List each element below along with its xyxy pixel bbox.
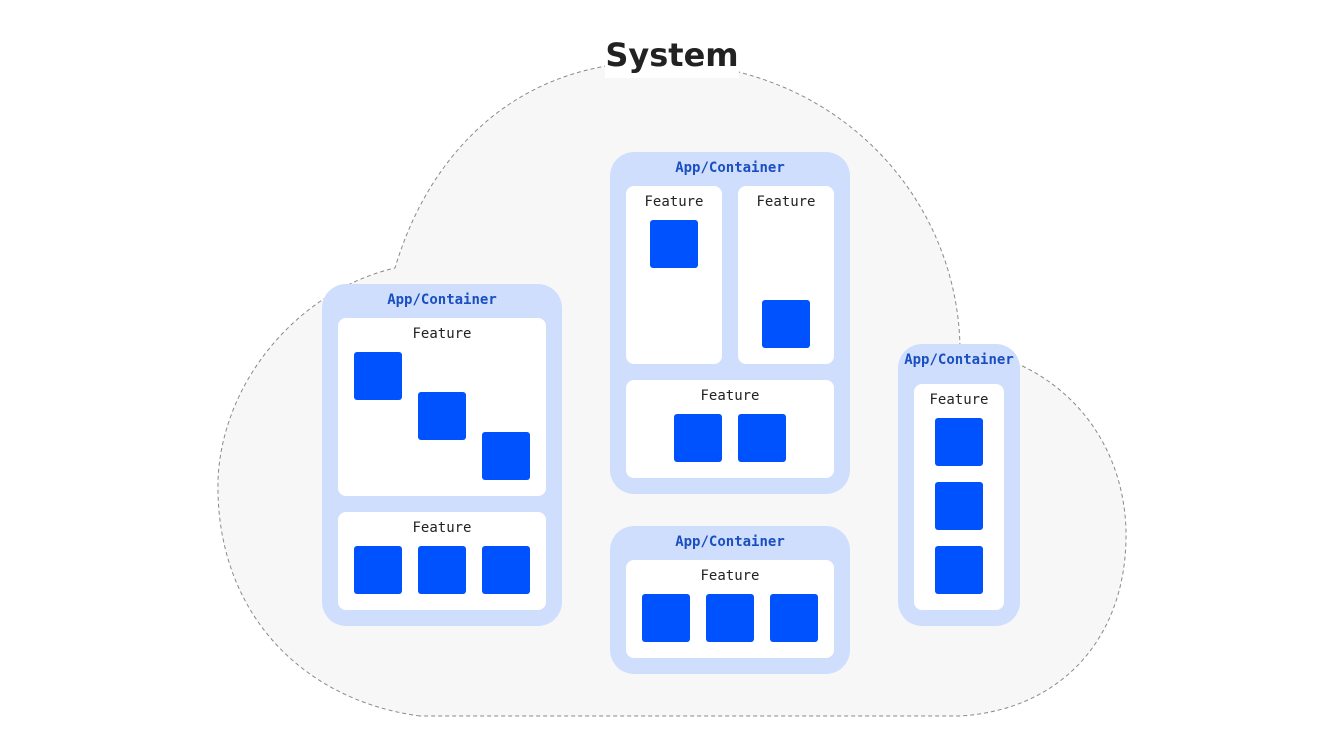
feature-block (418, 546, 466, 594)
feature-block (762, 300, 810, 348)
feature-label: Feature (644, 194, 704, 210)
system-title: System (605, 34, 739, 78)
feature-block (482, 546, 530, 594)
feature-label: Feature (929, 392, 989, 408)
app-container-label: App/Container (675, 160, 785, 176)
feature-block (650, 220, 698, 268)
app-container-bottom-middle: App/Container Feature (610, 526, 850, 674)
feature-block (935, 482, 983, 530)
feature-block (482, 432, 530, 480)
feature-block (674, 414, 722, 462)
feature-block (354, 546, 402, 594)
feature-label: Feature (700, 388, 760, 404)
feature-label: Feature (700, 568, 760, 584)
feature-label: Feature (412, 326, 472, 342)
feature-box: Feature (626, 186, 722, 364)
app-container-top-middle: App/Container Feature Feature Feature (610, 152, 850, 494)
feature-block (642, 594, 690, 642)
feature-block (738, 414, 786, 462)
feature-block (770, 594, 818, 642)
app-container-label: App/Container (904, 352, 1014, 368)
feature-block (706, 594, 754, 642)
feature-box: Feature (338, 318, 546, 496)
feature-box: Feature (626, 380, 834, 478)
feature-box: Feature (914, 384, 1004, 610)
feature-label: Feature (412, 520, 472, 536)
feature-box: Feature (738, 186, 834, 364)
feature-block (418, 392, 466, 440)
feature-box: Feature (338, 512, 546, 610)
app-container-left: App/Container Feature Feature (322, 284, 562, 626)
feature-box: Feature (626, 560, 834, 658)
feature-block (354, 352, 402, 400)
feature-block (935, 546, 983, 594)
app-container-label: App/Container (675, 534, 785, 550)
app-container-right: App/Container Feature (898, 344, 1020, 626)
app-container-label: App/Container (387, 292, 497, 308)
feature-label: Feature (756, 194, 816, 210)
feature-block (935, 418, 983, 466)
